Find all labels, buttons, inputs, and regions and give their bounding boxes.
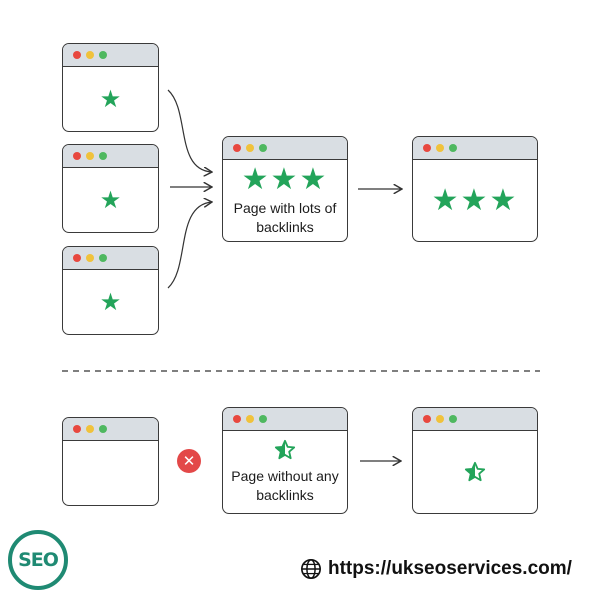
- close-dot-icon: [233, 415, 241, 423]
- three-stars-icon: ★★★: [241, 161, 329, 197]
- star-icon: ★: [99, 85, 122, 113]
- close-dot-icon: [73, 51, 81, 59]
- arrow-top-curve: [167, 89, 212, 172]
- close-dot-icon: [233, 144, 241, 152]
- close-dot-icon: [423, 144, 431, 152]
- close-dot-icon: [423, 415, 431, 423]
- brand-logo: SEO: [8, 530, 68, 590]
- window-title-bar: [63, 44, 158, 67]
- page-without-backlinks: Page without any backlinks: [222, 407, 348, 514]
- result-page-low-rank: [412, 407, 538, 514]
- minimize-dot-icon: [86, 425, 94, 433]
- maximize-dot-icon: [99, 152, 107, 160]
- result-page-high-rank: ★★★: [412, 136, 538, 242]
- three-stars-icon: ★★★: [431, 182, 519, 218]
- website-url[interactable]: https://ukseoservices.com/: [328, 558, 572, 579]
- window-title-bar: [63, 145, 158, 168]
- close-dot-icon: [73, 254, 81, 262]
- maximize-dot-icon: [99, 254, 107, 262]
- source-page-2: ★: [62, 144, 159, 233]
- maximize-dot-icon: [449, 144, 457, 152]
- minimize-dot-icon: [86, 51, 94, 59]
- arrow-bottom-curve: [167, 202, 212, 289]
- window-title-bar: [63, 247, 158, 270]
- window-title-bar: [413, 137, 537, 160]
- page-caption: Page without any backlinks: [231, 468, 339, 503]
- source-page-3: ★: [62, 246, 159, 335]
- maximize-dot-icon: [259, 144, 267, 152]
- minimize-dot-icon: [86, 254, 94, 262]
- minimize-dot-icon: [246, 144, 254, 152]
- maximize-dot-icon: [99, 51, 107, 59]
- half-star-icon: [274, 439, 296, 460]
- maximize-dot-icon: [99, 425, 107, 433]
- close-dot-icon: [73, 425, 81, 433]
- window-title-bar: [223, 408, 347, 431]
- minimize-dot-icon: [436, 415, 444, 423]
- close-dot-icon: [73, 152, 81, 160]
- window-title-bar: [223, 137, 347, 160]
- minimize-dot-icon: [86, 152, 94, 160]
- website-link[interactable]: https://ukseoservices.com/: [300, 558, 572, 580]
- minimize-dot-icon: [436, 144, 444, 152]
- minimize-dot-icon: [246, 415, 254, 423]
- window-title-bar: [413, 408, 537, 431]
- maximize-dot-icon: [449, 415, 457, 423]
- logo-text: SEO: [18, 549, 59, 571]
- globe-icon: [301, 559, 321, 579]
- window-title-bar: [63, 418, 158, 441]
- page-caption: Page with lots of backlinks: [233, 199, 337, 235]
- maximize-dot-icon: [259, 415, 267, 423]
- star-icon: ★: [99, 186, 122, 214]
- star-icon: ★: [99, 288, 122, 316]
- cross-icon: ✕: [177, 449, 201, 473]
- page-with-backlinks: ★★★ Page with lots of backlinks: [222, 136, 348, 242]
- source-page-1: ★: [62, 43, 159, 132]
- half-star-icon: [464, 461, 486, 482]
- empty-page: [62, 417, 159, 506]
